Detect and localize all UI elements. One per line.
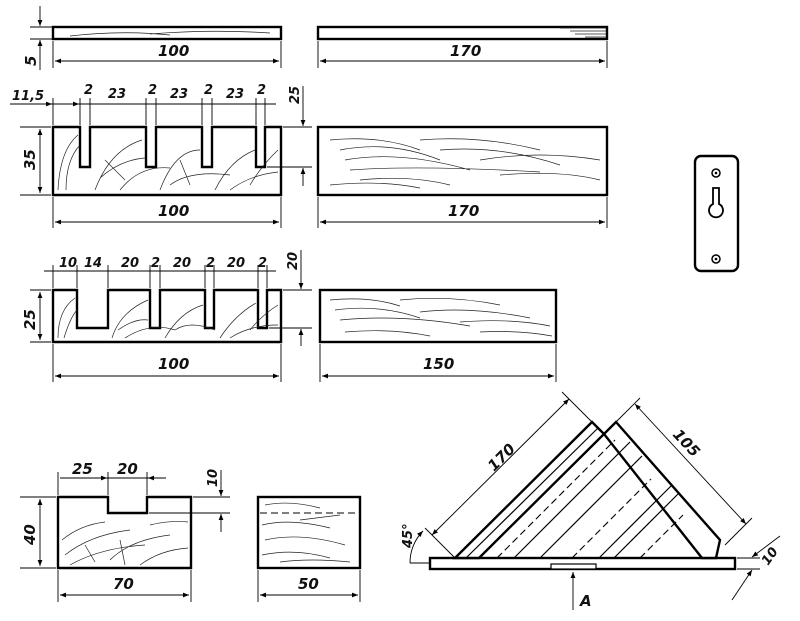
b2-side-length-label: 150 <box>423 355 454 373</box>
plank-side-length-label: 170 <box>450 42 481 60</box>
assembled-corner-shelf: 170 105 45° 10 A <box>401 391 782 610</box>
b2-height-label: 25 <box>21 309 39 330</box>
b2-slot1-label: 2 <box>151 256 160 271</box>
b2-slot2-label: 2 <box>206 256 215 271</box>
foot-height-label: 40 <box>21 524 39 546</box>
foot-notch-depth-label: 10 <box>206 469 221 487</box>
shelf-left-side-label: 170 <box>484 440 519 475</box>
b1-left-offset-label: 11,5 <box>12 89 44 104</box>
b1-gap2-label: 23 <box>170 87 188 102</box>
b2-gap1-label: 20 <box>121 256 139 271</box>
b1-slot2-label: 2 <box>148 83 157 98</box>
shelf-right-side-label: 105 <box>669 425 704 460</box>
b1-length-label: 100 <box>158 202 189 220</box>
slotted-bar-2-front-view: 10 14 20 2 20 2 20 2 20 25 100 <box>21 250 312 382</box>
thin-plank-side-view: 170 <box>316 25 609 68</box>
foot-notch-label: 20 <box>117 460 138 478</box>
foot-left-label: 25 <box>72 460 93 478</box>
b2-wide-slot-label: 14 <box>84 256 102 271</box>
notched-foot-front-view: 25 20 10 40 70 <box>20 460 230 602</box>
b1-slot4-label: 2 <box>257 83 266 98</box>
b1-slot1-label: 2 <box>84 83 93 98</box>
b1-side-length-label: 170 <box>448 202 479 220</box>
plank-length-label: 100 <box>158 42 189 60</box>
slotted-bar-1-side-view: 170 <box>316 125 609 228</box>
view-arrow-label: A <box>579 592 592 610</box>
b1-gap3-label: 23 <box>226 87 244 102</box>
thin-plank-front-view: 100 5 <box>22 6 283 70</box>
b2-length-label: 100 <box>158 355 189 373</box>
foot-side-length-label: 50 <box>298 575 319 593</box>
plank-thickness-label: 5 <box>22 56 40 66</box>
b1-slot3-label: 2 <box>204 83 213 98</box>
b2-gap3-label: 20 <box>227 256 245 271</box>
b2-left-offset-label: 10 <box>59 256 77 271</box>
b1-height-label: 35 <box>21 149 39 170</box>
foot-length-label: 70 <box>113 575 134 593</box>
b1-gap1-label: 23 <box>108 87 126 102</box>
b2-gap2-label: 20 <box>173 256 191 271</box>
slotted-bar-1-front-view: 11,5 2 23 2 23 2 23 2 25 35 100 <box>10 83 312 228</box>
shelf-angle-label: 45° <box>401 523 416 549</box>
b1-slot-depth-label: 25 <box>288 86 303 104</box>
keyhole-hanger-plate <box>693 154 740 273</box>
slotted-bar-2-side-view: 150 <box>318 288 558 382</box>
b2-slot-depth-label: 20 <box>286 252 301 270</box>
shelf-base-thickness-label: 10 <box>759 545 782 568</box>
notched-foot-side-view: 50 <box>256 495 362 602</box>
b2-slot3-label: 2 <box>258 256 267 271</box>
